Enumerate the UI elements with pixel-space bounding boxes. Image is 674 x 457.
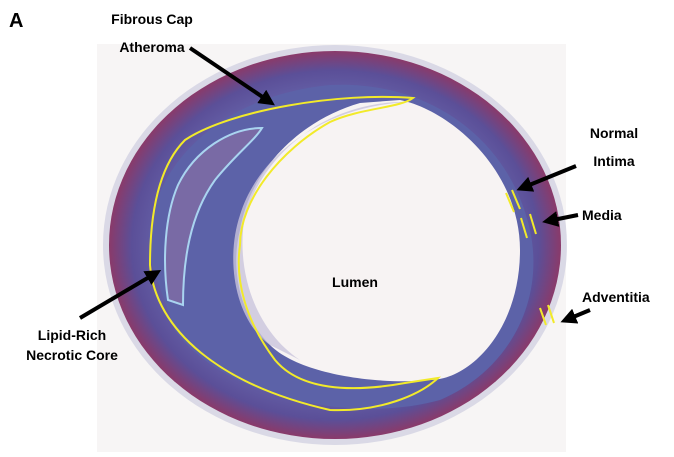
label-normal-intima-line2: Intima bbox=[593, 153, 634, 169]
label-adventitia: Adventitia bbox=[582, 289, 650, 305]
arrow-adventitia bbox=[560, 308, 591, 324]
necrotic-core-outline bbox=[164, 126, 264, 307]
panel-label: A bbox=[9, 10, 23, 32]
label-normal-intima-line1: Normal bbox=[590, 125, 638, 141]
arrow-normal-intima bbox=[516, 164, 577, 192]
plaque-outline bbox=[148, 95, 442, 412]
arrow-media bbox=[542, 211, 579, 227]
normal-segment-markers bbox=[505, 189, 555, 326]
arrow-necrotic-core bbox=[78, 269, 162, 320]
label-fibrous-cap-line1: Fibrous Cap bbox=[111, 11, 193, 27]
label-fibrous-cap-line2: Atheroma bbox=[119, 39, 185, 55]
label-necrotic-core-line2: Necrotic Core bbox=[26, 347, 118, 363]
label-media: Media bbox=[582, 207, 622, 223]
lumen-area bbox=[236, 100, 520, 382]
label-necrotic-core-line1: Lipid-Rich bbox=[38, 327, 106, 343]
artery-cross-section bbox=[103, 45, 567, 445]
label-lumen: Lumen bbox=[332, 274, 378, 290]
arrow-fibrous-cap bbox=[188, 46, 275, 106]
